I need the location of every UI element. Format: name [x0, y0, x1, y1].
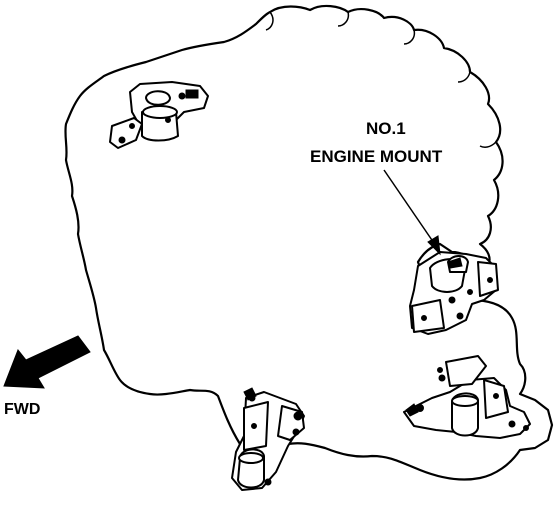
- front-lower-mount: [231, 387, 305, 491]
- rear-lower-mount: [403, 355, 531, 439]
- forward-arrow-icon: [3, 335, 91, 389]
- callout-label-line2: ENGINE MOUNT: [310, 147, 443, 166]
- callout-label-line1: NO.1: [366, 119, 406, 138]
- engine-outline-texture: [265, 11, 497, 148]
- callout-leader-line: [383, 169, 437, 247]
- no1-engine-mount: [409, 251, 499, 335]
- direction-label: FWD: [4, 401, 40, 418]
- engine-outline: [64, 4, 554, 481]
- upper-left-mount: [109, 81, 209, 149]
- callout-arrowhead: [427, 235, 441, 256]
